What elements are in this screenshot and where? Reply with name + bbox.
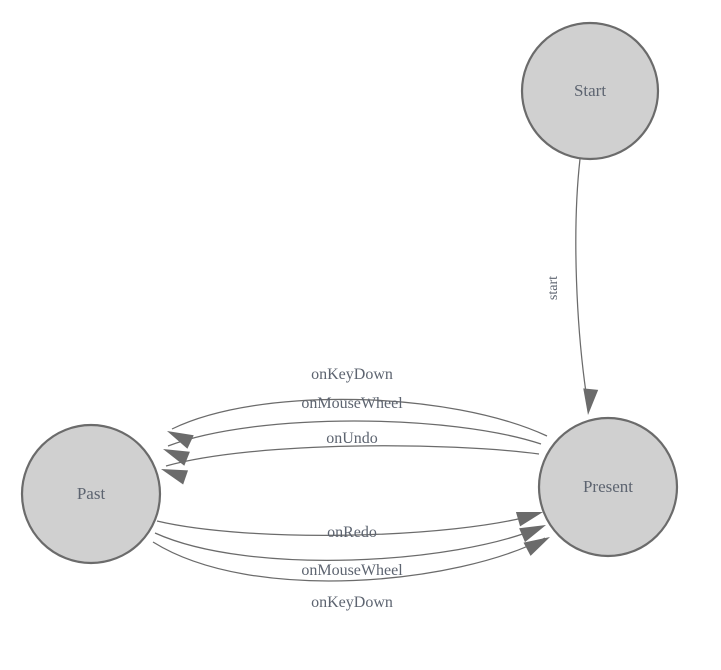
arrow-into-past-onkeydown-icon — [167, 431, 194, 449]
node-start-circle — [520, 21, 660, 161]
arrowheads-layer — [161, 388, 599, 556]
edge-label-present-to-past-onundo: onUndo — [326, 430, 378, 447]
edge-label-present-to-past-onkeydown: onKeyDown — [311, 366, 393, 383]
edge-label-past-to-present-onredo: onRedo — [327, 524, 377, 541]
edge-label-past-to-present-onkeydown: onKeyDown — [311, 594, 393, 611]
arrow-into-past-onundo-icon — [161, 469, 189, 485]
node-start[interactable]: Start — [520, 21, 660, 161]
edge-start-to-present[interactable] — [575, 158, 589, 407]
edge-past-to-present-onredo[interactable] — [156, 513, 539, 536]
arrow-into-present-onmousewheel-icon — [519, 525, 546, 543]
edge-present-to-past-onmousewheel[interactable] — [167, 420, 542, 447]
node-start-label: Start — [574, 81, 606, 100]
edge-labels-layer: start onKeyDown onMouseWheel onUndo onRedo on… — [301, 276, 561, 611]
arrow-into-past-onmousewheel-icon — [163, 449, 190, 466]
edge-label-present-to-past-onmousewheel: onMouseWheel — [301, 395, 403, 412]
arrow-into-present-onredo-icon — [515, 511, 543, 527]
edge-label-past-to-present-onmousewheel: onMouseWheel — [301, 562, 403, 579]
arrow-into-present-from-start-icon — [583, 388, 599, 415]
node-past-label: Past — [77, 484, 106, 503]
node-past[interactable]: Past — [20, 423, 162, 565]
node-past-circle — [20, 423, 162, 565]
edge-past-to-present-onkeydown[interactable] — [152, 537, 546, 582]
edge-past-to-present-onmousewheel[interactable] — [154, 526, 542, 561]
edges-layer — [152, 158, 589, 582]
node-present[interactable]: Present — [537, 416, 679, 558]
node-present-label: Present — [583, 477, 633, 496]
node-present-circle — [537, 416, 679, 558]
edge-present-to-past-onundo[interactable] — [165, 445, 540, 467]
edge-label-start-to-present: start — [546, 276, 561, 300]
arrow-into-present-onkeydown-icon — [523, 537, 550, 556]
edge-present-to-past-onkeydown[interactable] — [171, 398, 548, 437]
